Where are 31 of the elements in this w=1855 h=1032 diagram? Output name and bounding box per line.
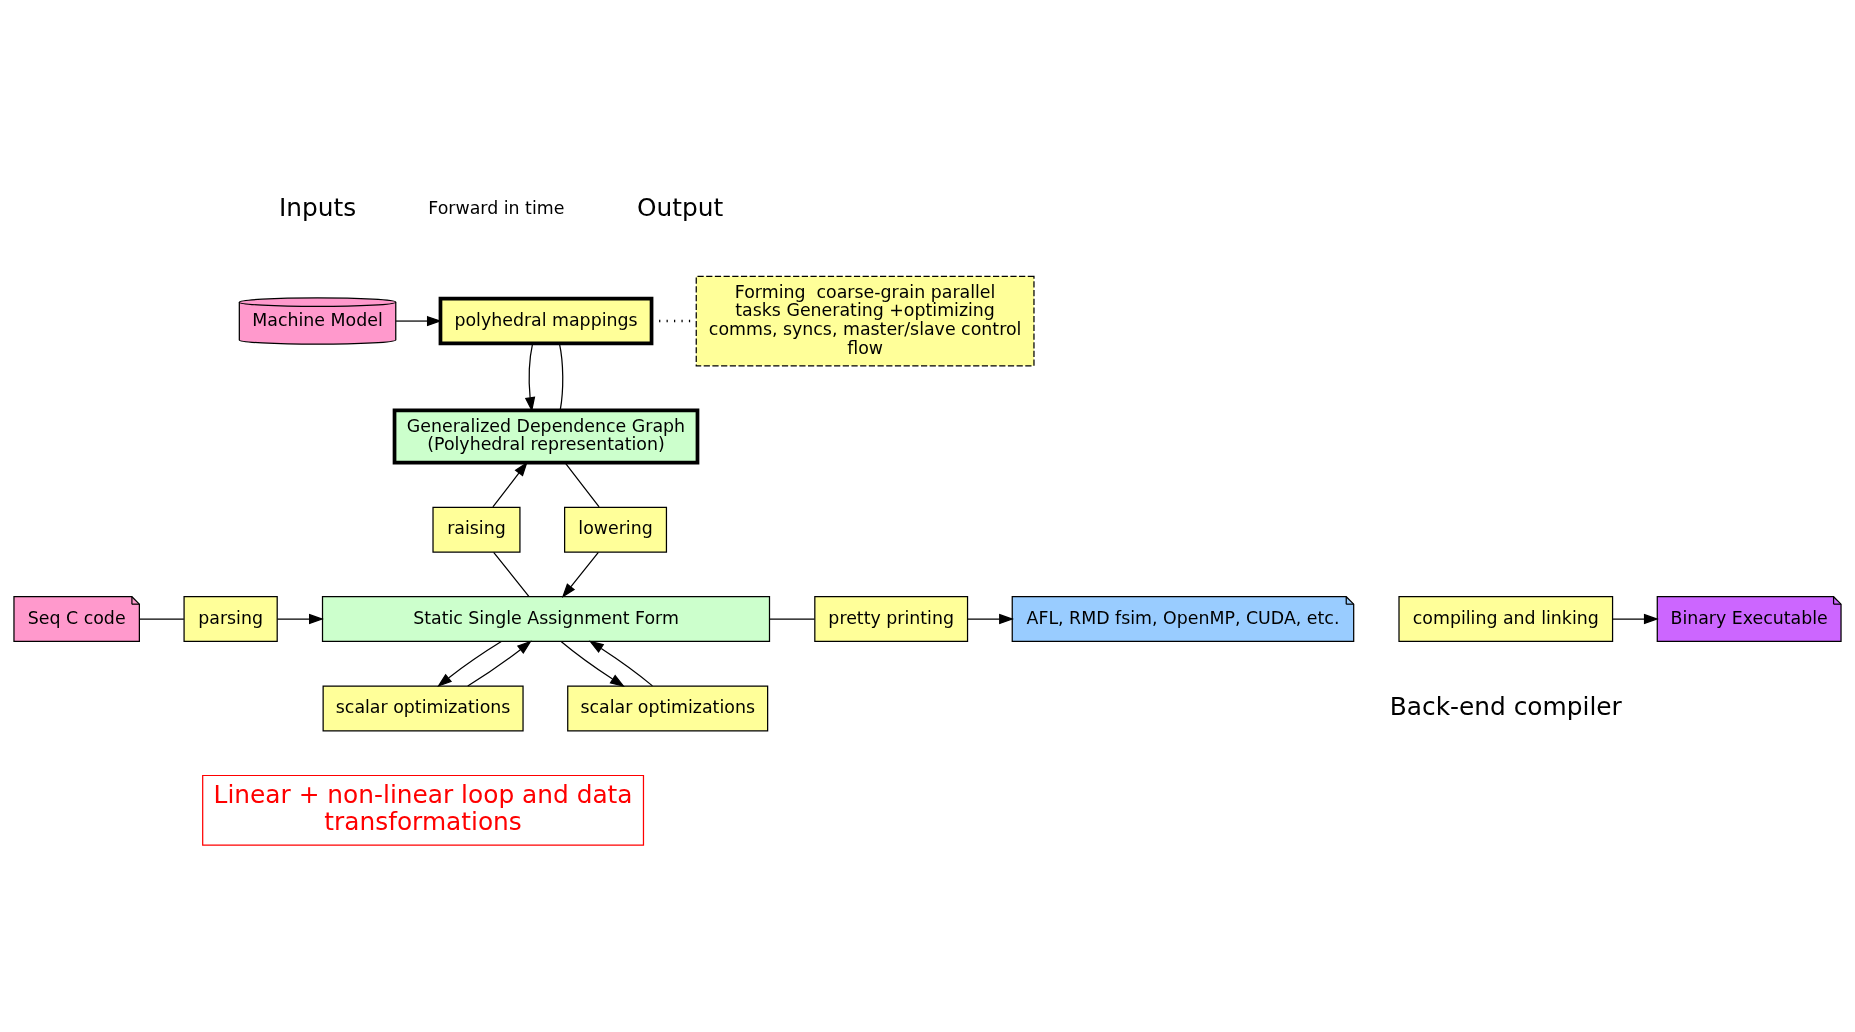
arrow: [437, 640, 502, 688]
node-box: raising: [432, 506, 521, 553]
arrow: [395, 315, 442, 327]
node-box: Generalized Dependence Graph (Polyhedral representation): [392, 408, 700, 465]
connector: [493, 551, 530, 598]
node-box: lowering: [564, 506, 668, 553]
node-box: polyhedral mappings: [438, 296, 654, 346]
arrow: [966, 613, 1014, 625]
connector: [139, 618, 185, 620]
node-box: parsing: [183, 596, 278, 643]
label: Output: [636, 192, 724, 222]
connector: [769, 618, 815, 620]
arrow: [276, 613, 324, 625]
arrow: [560, 641, 625, 687]
node-box: scalar optimizations: [567, 685, 769, 732]
node-box: Static Single Assignment Form: [321, 596, 771, 643]
arrow: [1612, 613, 1659, 625]
connector: [558, 342, 564, 411]
label: Back-end compiler: [1389, 691, 1622, 721]
arrow: [588, 640, 654, 687]
node-box: pretty printing: [814, 596, 969, 643]
node-box: scalar optimizations: [322, 685, 524, 732]
node-box: compiling and linking: [1398, 596, 1614, 643]
arrow: [467, 640, 532, 687]
arrow: [561, 551, 599, 599]
connector: [564, 462, 600, 508]
node-box: Linear + non-linear loop and data transformations: [202, 774, 645, 846]
label: Forward in time: [428, 197, 565, 218]
label: Inputs: [278, 192, 357, 222]
arrow: [492, 461, 528, 508]
node-box: Forming coarse-grain parallel tasks Generating +optimizing comms, syncs, master/slave control flow: [695, 275, 1035, 367]
